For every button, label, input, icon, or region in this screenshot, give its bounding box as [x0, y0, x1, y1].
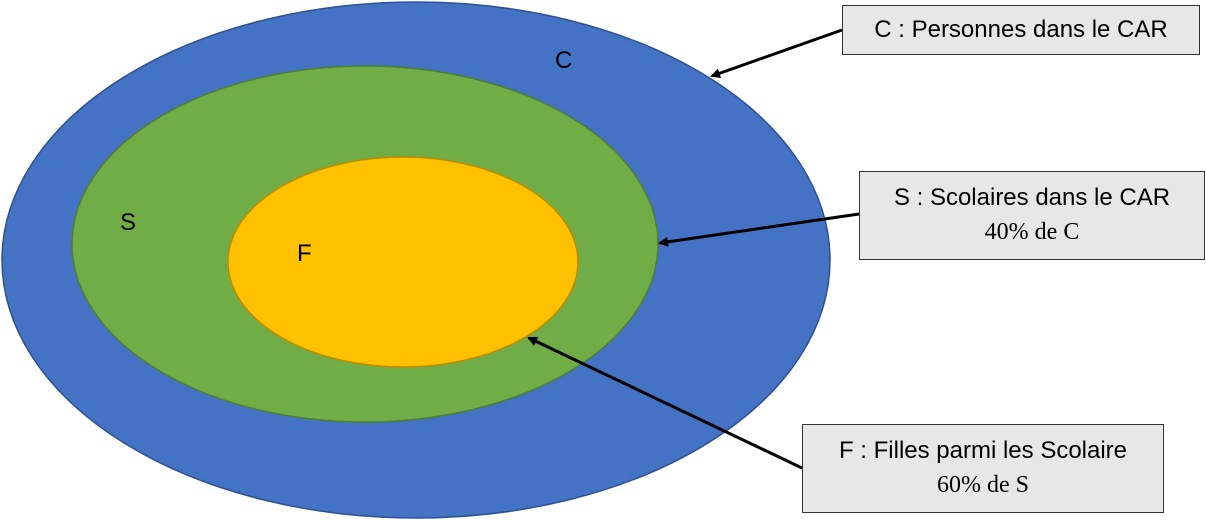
callout-s-percentage: 40% de C [984, 219, 1080, 245]
set-s-label: S [120, 209, 136, 236]
arrow-f [527, 336, 803, 470]
callout-s-box: S : Scolaires dans le CAR 40% de C [859, 171, 1205, 260]
callout-f-percentage: 60% de S [937, 472, 1029, 498]
callout-c-title: C : Personnes dans le CAR [874, 16, 1168, 43]
callout-f-box: F : Filles parmi les Scolaire 60% de S [802, 424, 1164, 513]
set-f-ellipse [227, 156, 579, 368]
callout-s-title: S : Scolaires dans le CAR [893, 184, 1171, 211]
set-c-label: C [555, 47, 572, 74]
callout-c-box: C : Personnes dans le CAR [842, 5, 1200, 55]
set-f-label: F [297, 240, 312, 267]
callout-f-title: F : Filles parmi les Scolaire [838, 437, 1128, 464]
arrow-s [658, 212, 860, 247]
arrow-c [710, 28, 843, 79]
